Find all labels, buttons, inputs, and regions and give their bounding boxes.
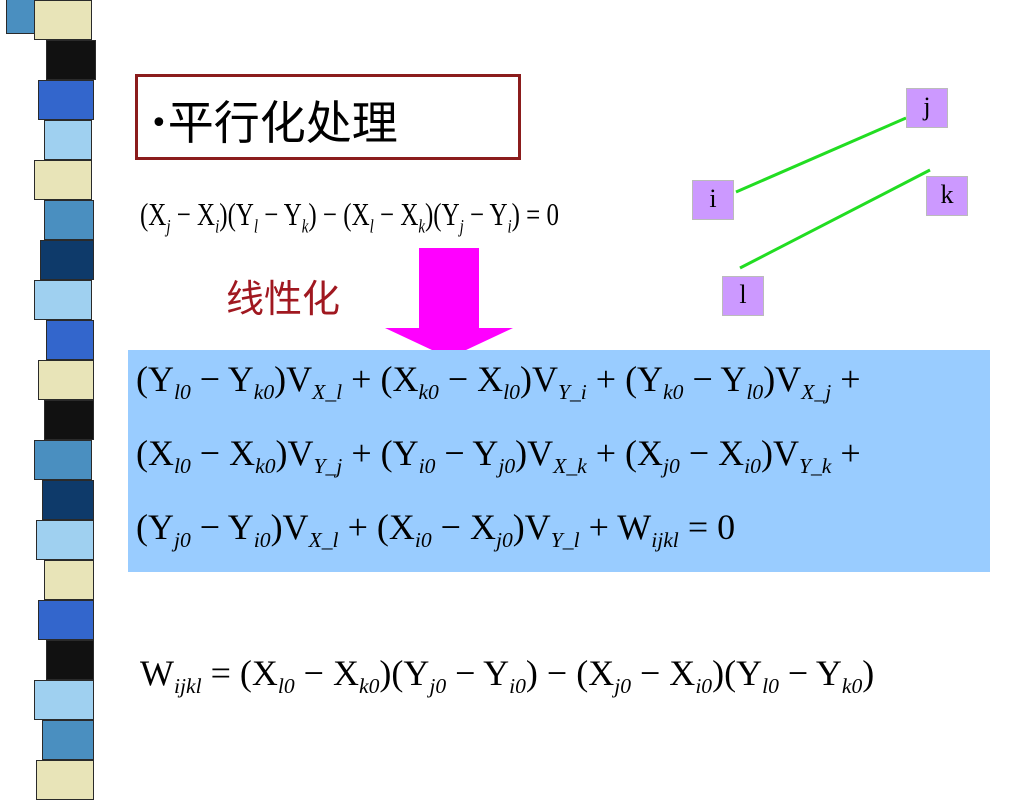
stripe: [46, 320, 94, 360]
eq-part: − X: [170, 196, 216, 232]
eq-sub: Y_i: [557, 380, 587, 405]
line-lk: [739, 168, 931, 270]
eq-sub: k0: [418, 380, 439, 405]
eq-sub: i: [215, 216, 220, 238]
line-ij: [735, 116, 907, 194]
eq-sub: Y_k: [798, 454, 832, 479]
eq-sub: i0: [695, 674, 713, 699]
stripe: [42, 480, 94, 520]
node-k: k: [926, 176, 968, 216]
eq-part: − X: [373, 196, 419, 232]
eq-sub: k0: [841, 674, 863, 699]
stripe: [34, 0, 92, 40]
eq-sub: l0: [277, 674, 295, 699]
eq-sub: l0: [174, 380, 191, 405]
stripe: [34, 160, 92, 200]
decorative-stripe-column: [0, 0, 124, 800]
eq-sub: i0: [414, 528, 432, 553]
eq-sub: l0: [503, 380, 520, 405]
eq-part: ) = 0: [511, 196, 559, 232]
eq-part: )(Y: [219, 196, 254, 232]
linearized-equation-row: (Yl0 − Yk0)VX_l + (Xk0 − Xl0)VY_i + (Yk0…: [136, 359, 861, 405]
eq-part: − Y: [463, 196, 508, 232]
eq-sub: k0: [663, 380, 684, 405]
eq-sub: X_j: [801, 380, 832, 405]
eq-part: (X: [140, 196, 167, 232]
eq-sub: j0: [663, 454, 680, 479]
eq-part: ) − (X: [308, 196, 370, 232]
title-label: 平行化处理: [167, 96, 398, 150]
node-l: l: [722, 276, 764, 316]
node-i: i: [692, 180, 734, 220]
title-box: •平行化处理: [135, 74, 521, 160]
stripe: [40, 240, 94, 280]
eq-sub: Y_j: [313, 454, 343, 479]
eq-sub: ijkl: [651, 528, 679, 553]
linearized-equation-row: (Xl0 − Xk0)VY_j + (Yi0 − Yj0)VX_k + (Xj0…: [136, 433, 861, 479]
stripe: [44, 400, 94, 440]
eq-sub: j: [166, 216, 171, 238]
eq-sub: k0: [255, 454, 276, 479]
eq-sub: l0: [762, 674, 779, 699]
eq-sub: k: [301, 216, 309, 238]
stripe: [44, 200, 94, 240]
eq-sub: ijkl: [173, 674, 202, 699]
eq-sub: i0: [509, 674, 526, 699]
eq-sub: X_k: [553, 454, 587, 479]
eq-sub: i0: [744, 454, 761, 479]
stripe: [34, 280, 92, 320]
eq-sub: l: [253, 216, 259, 238]
eq-sub: j0: [614, 674, 631, 699]
condition-equation: (Xj − Xi)(Yl − Yk) − (Xl − Xk)(Yj − Yi) …: [140, 196, 559, 238]
stripe: [38, 360, 94, 400]
eq-part: )(Y: [424, 196, 460, 232]
eq-sub: i0: [418, 454, 436, 479]
eq-sub: k: [418, 216, 425, 238]
w-definition-equation: Wijkl = (Xl0 − Xk0)(Yj0 − Yi0) − (Xj0 − …: [140, 653, 875, 699]
stripe: [38, 80, 94, 120]
stripe: [46, 40, 96, 80]
stripe: [36, 520, 94, 560]
eq-sub: j0: [174, 528, 191, 553]
eq-sub: l0: [174, 454, 191, 479]
eq-sub: k0: [253, 380, 275, 405]
node-j: j: [906, 88, 948, 128]
stripe: [38, 600, 94, 640]
eq-sub: j0: [429, 674, 447, 699]
stripe: [46, 640, 94, 680]
stripe: [42, 720, 94, 760]
linearized-equation-row: (Yj0 − Yi0)VX_l + (Xi0 − Xj0)VY_l + Wijk…: [136, 507, 736, 553]
eq-sub: Y_l: [550, 528, 580, 553]
stripe: [44, 560, 94, 600]
bullet-icon: •: [150, 106, 168, 141]
eq-sub: j0: [495, 528, 513, 553]
down-arrow-icon: [385, 248, 513, 358]
eq-part: − Y: [258, 196, 302, 232]
eq-sub: j: [459, 216, 464, 238]
eq-sub: l0: [746, 380, 764, 405]
stripe: [44, 120, 92, 160]
eq-sub: X_l: [312, 380, 343, 405]
stripe: [34, 680, 94, 720]
linearized-equation-box: (Yl0 − Yk0)VX_l + (Xk0 − Xl0)VY_i + (Yk0…: [128, 350, 990, 572]
eq-sub: j0: [498, 454, 516, 479]
stripe: [34, 440, 92, 480]
eq-sub: i0: [253, 528, 271, 553]
slide-title: •平行化处理: [150, 87, 398, 153]
eq-sub: l: [369, 216, 374, 238]
stripe: [36, 760, 94, 800]
eq-sub: i: [507, 216, 512, 238]
linearize-label: 线性化: [226, 277, 341, 321]
eq-sub: X_l: [308, 528, 339, 553]
eq-sub: k0: [358, 674, 380, 699]
